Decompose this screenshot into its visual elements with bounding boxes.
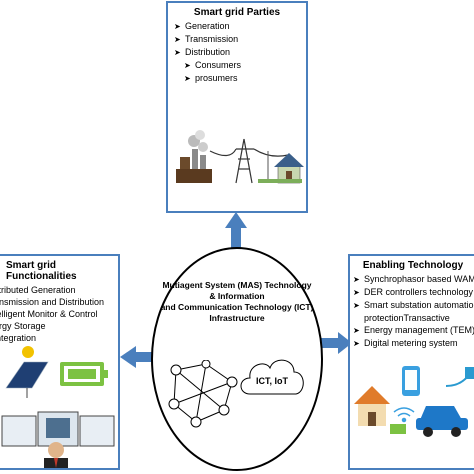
arrow-bullet-icon: ➤	[353, 288, 360, 297]
house-icon	[258, 151, 304, 184]
list-item: ➤Digital metering system	[353, 338, 458, 348]
list-item: ➤DER controllers technology	[353, 287, 474, 297]
operator-icon	[44, 442, 68, 468]
transmission-tower-icon	[209, 138, 289, 184]
list-item: ergy Storage	[0, 321, 46, 331]
parties-list: ➤Generation ➤Transmission ➤Distribution …	[168, 20, 306, 85]
technology-illustration	[354, 366, 474, 437]
factory-icon	[176, 130, 212, 183]
agent-network-icon	[168, 360, 238, 428]
center-description: Mutiagent System (MAS) Technology & Info…	[160, 280, 314, 324]
center-line-4: Infrastructure	[209, 313, 265, 323]
list-item: ➤Generation	[174, 21, 230, 31]
list-item: integration	[0, 333, 37, 343]
list-item: ➤Distribution	[174, 47, 231, 57]
ev-car-icon	[416, 406, 468, 437]
list-item: protectionTransactive	[364, 313, 450, 323]
arrow-bullet-icon: ➤	[353, 275, 360, 284]
list-item: ➤Transmission	[174, 34, 239, 44]
arrow-bullet-icon: ➤	[353, 339, 360, 348]
solar-panel-icon	[5, 346, 49, 398]
list-item: ➤Synchrophasor based WAM technology	[353, 274, 474, 284]
list-item: ➤prosumers	[184, 73, 238, 83]
smart-grid-parties-box: Smart grid Parties ➤Generation ➤Transmis…	[166, 1, 308, 213]
list-item: ansmission and Distribution	[0, 297, 105, 307]
center-line-3: and Communication Technology (ICT)	[160, 302, 314, 312]
cloud-label: ICT, IoT	[256, 376, 288, 386]
box-title: Smart grid Functionalities	[6, 260, 77, 282]
arrow-bullet-icon: ➤	[184, 61, 191, 70]
grid-parties-illustration	[176, 130, 304, 184]
list-item: telligent Monitor & Control	[0, 309, 98, 319]
list-item: ➤Energy management (TEM)	[353, 325, 474, 335]
list-item: stributed Generation	[0, 285, 76, 295]
center-ellipse	[151, 247, 323, 471]
center-line-1: Mutiagent System (MAS) Technology	[162, 280, 312, 290]
list-item: ➤Consumers	[184, 60, 242, 70]
monitor-icon	[1, 411, 115, 447]
arrow-bullet-icon: ➤	[174, 22, 181, 31]
phone-icon	[402, 366, 420, 396]
cloud-icon	[240, 359, 304, 395]
battery-icon	[60, 362, 108, 386]
arrow-bullet-icon: ➤	[353, 326, 360, 335]
arrow-bullet-icon: ➤	[174, 48, 181, 57]
wifi-icon	[393, 407, 415, 423]
list-item: ➤Smart substation automation and	[353, 300, 474, 310]
box-title: Enabling Technology	[362, 260, 464, 271]
battery-icon	[390, 424, 406, 434]
functionalities-illustration	[1, 346, 115, 468]
arrow-bullet-icon: ➤	[174, 35, 181, 44]
center-line-2: & Information	[209, 291, 265, 301]
smart-grid-functionalities-box: Smart grid Functionalities stributed Gen…	[0, 254, 120, 470]
plug-icon	[445, 367, 474, 387]
enabling-technology-box: Enabling Technology ➤Synchrophasor based…	[348, 254, 474, 470]
arrow-bullet-icon: ➤	[184, 74, 191, 83]
house-icon	[354, 386, 390, 426]
functionalities-list: stributed Generation ansmission and Dist…	[0, 284, 118, 344]
technology-list: ➤Synchrophasor based WAM technology ➤DER…	[350, 273, 474, 350]
arrow-bullet-icon: ➤	[353, 301, 360, 310]
box-title: Smart grid Parties	[193, 7, 281, 18]
